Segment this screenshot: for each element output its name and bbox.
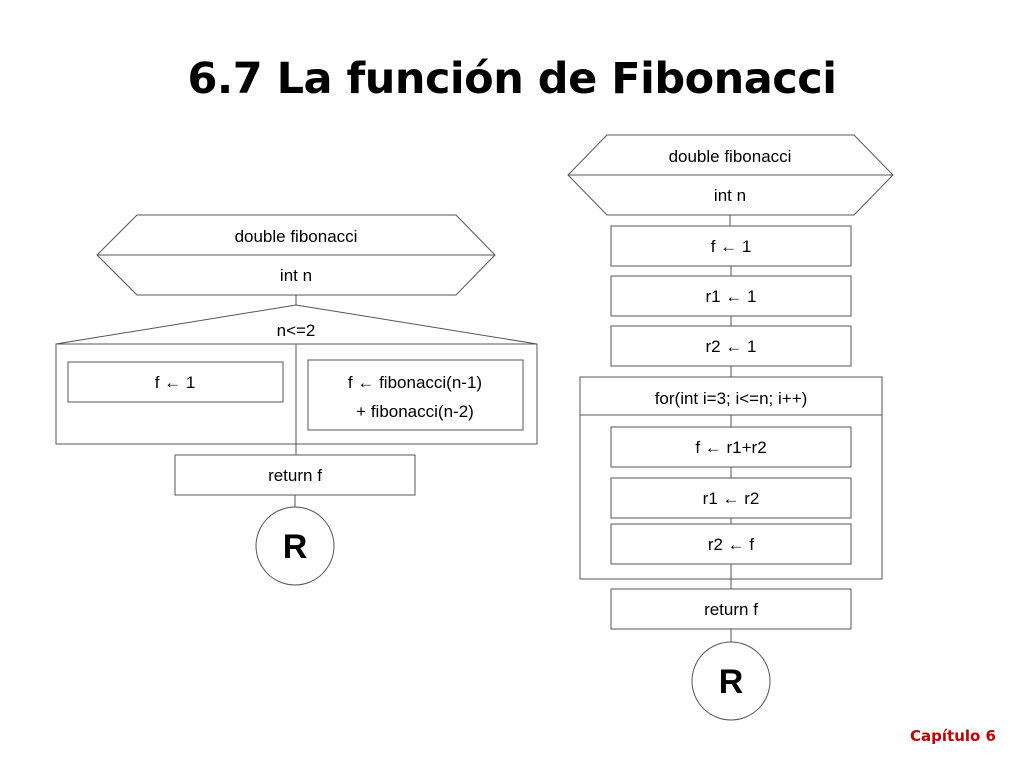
left-true-branch: f ← 1 — [67, 361, 284, 403]
right-loop-body-2: r1 ← r2 — [610, 477, 852, 519]
right-init-r2-statement: r2 ← 1 — [705, 337, 756, 356]
right-loop-body-1-statement: f ← r1+r2 — [695, 438, 766, 457]
left-false-branch: f ← fibonacci(n-1) + fibonacci(n-2) — [307, 359, 524, 431]
right-loop-body-3-statement: r2 ← f — [708, 535, 755, 554]
left-selection-block: n<=2 f ← 1 f ← fibonacci(n-1) + fibonacc… — [55, 304, 538, 455]
right-flowchart: double fibonacci int n f ← 1 r1 ← 1 r2 ←… — [567, 134, 894, 721]
right-loop-body-2-statement: r1 ← r2 — [703, 489, 760, 508]
right-loop-header: for(int i=3; i<=n; i++) — [655, 389, 808, 408]
right-function-header: double fibonacci int n — [567, 134, 894, 216]
right-header-function-name: double fibonacci — [669, 147, 792, 166]
left-false-statement-line1: f ← fibonacci(n-1) — [348, 373, 482, 392]
right-init-f: f ← 1 — [610, 225, 852, 267]
slide-title: 6.7 La función de Fibonacci — [187, 54, 837, 104]
left-header-function-name: double fibonacci — [235, 227, 358, 246]
left-flowchart: double fibonacci int n n<=2 f ← 1 f ← fi… — [55, 214, 538, 586]
right-init-r1: r1 ← 1 — [610, 275, 852, 317]
left-true-statement: f ← 1 — [155, 373, 196, 392]
left-false-statement-line2: + fibonacci(n-2) — [356, 402, 474, 421]
left-function-header: double fibonacci int n — [96, 214, 496, 296]
right-loop-block: for(int i=3; i<=n; i++) f ← r1+r2 r1 ← r… — [579, 376, 883, 580]
left-header-param: int n — [280, 266, 312, 285]
left-return-block: return f — [174, 454, 416, 496]
right-header-param: int n — [714, 186, 746, 205]
right-return-block: return f — [610, 588, 852, 630]
chapter-label: Capítulo 6 — [910, 727, 996, 745]
right-terminal-label: R — [719, 663, 744, 701]
left-return-statement: return f — [268, 466, 322, 485]
right-init-r1-statement: r1 ← 1 — [705, 287, 756, 306]
left-terminal: R — [255, 506, 335, 586]
right-terminal: R — [691, 641, 771, 721]
left-condition: n<=2 — [277, 321, 316, 340]
right-loop-body-1: f ← r1+r2 — [610, 426, 852, 468]
right-loop-body-3: r2 ← f — [610, 523, 852, 565]
right-init-r2: r2 ← 1 — [610, 325, 852, 367]
right-init-f-statement: f ← 1 — [711, 237, 752, 256]
left-terminal-label: R — [283, 528, 308, 566]
right-return-statement: return f — [704, 600, 758, 619]
